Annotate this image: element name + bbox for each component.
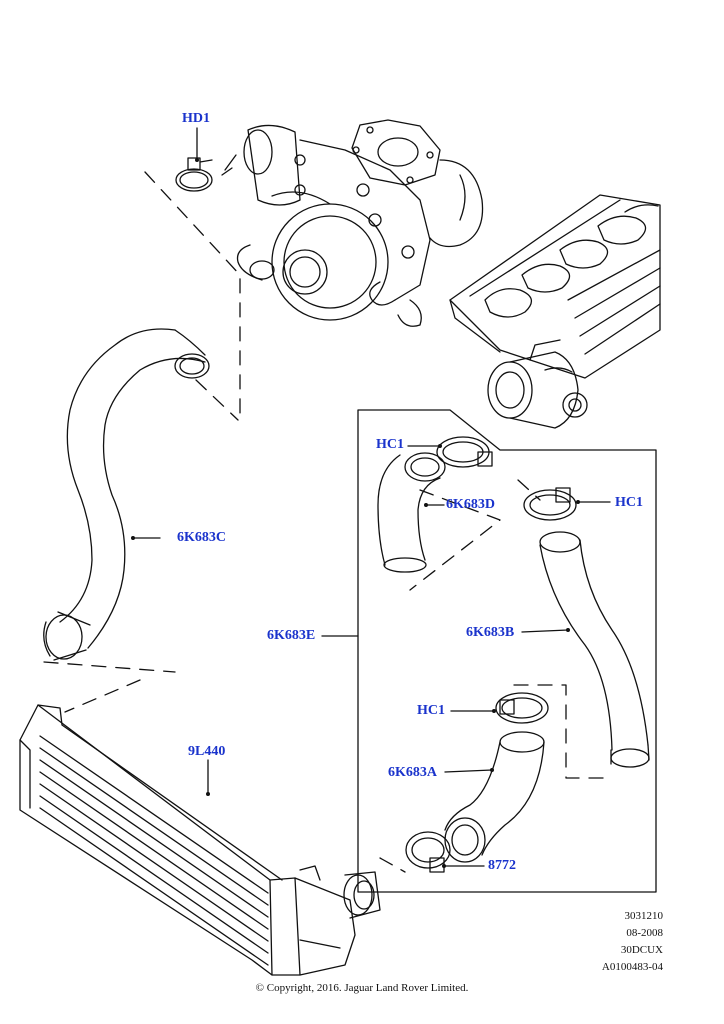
reference-date: 08-2008	[626, 927, 663, 939]
reference-block: 3031210 08-2008 30DCUX A0100483-04	[560, 908, 663, 976]
label-hd1[interactable]: HD1	[182, 111, 210, 126]
assembly-group-box	[357, 409, 657, 893]
hose-6k683d	[377, 452, 446, 573]
copyright-notice: © Copyright, 2016. Jaguar Land Rover Lim…	[255, 982, 469, 994]
label-6k683b[interactable]: 6K683B	[466, 625, 515, 640]
clamp-hc1-top-left	[436, 436, 493, 468]
leader-lines	[132, 127, 611, 867]
label-6k683d[interactable]: 6K683D	[446, 497, 495, 512]
intake-manifold	[449, 194, 661, 429]
label-6k683e[interactable]: 6K683E	[267, 628, 316, 643]
label-hc1-top-right[interactable]: HC1	[615, 495, 643, 510]
clamp-hc1-lower	[495, 692, 549, 724]
label-9l440[interactable]: 9L440	[188, 744, 226, 759]
label-8772[interactable]: 8772	[488, 858, 516, 873]
label-6k683c[interactable]: 6K683C	[177, 530, 226, 545]
label-hc1-top-left[interactable]: HC1	[376, 437, 404, 452]
reference-number: 3031210	[624, 910, 664, 922]
label-6k683a[interactable]: 6K683A	[388, 765, 437, 780]
intercooler-9l440	[19, 704, 381, 976]
label-hc1-lower[interactable]: HC1	[417, 703, 445, 718]
clamp-hc1-top-right	[523, 487, 577, 521]
leader-dots	[131, 158, 580, 868]
turbocharger	[221, 119, 484, 327]
reference-code: 30DCUX	[620, 944, 663, 956]
clamp-hd1	[175, 157, 213, 192]
hose-6k683c	[43, 328, 210, 661]
assembly-lines	[43, 171, 613, 873]
reference-illustration-id: A0100483-04	[601, 961, 663, 973]
hose-6k683b	[539, 531, 650, 768]
hose-6k683a	[444, 731, 545, 863]
